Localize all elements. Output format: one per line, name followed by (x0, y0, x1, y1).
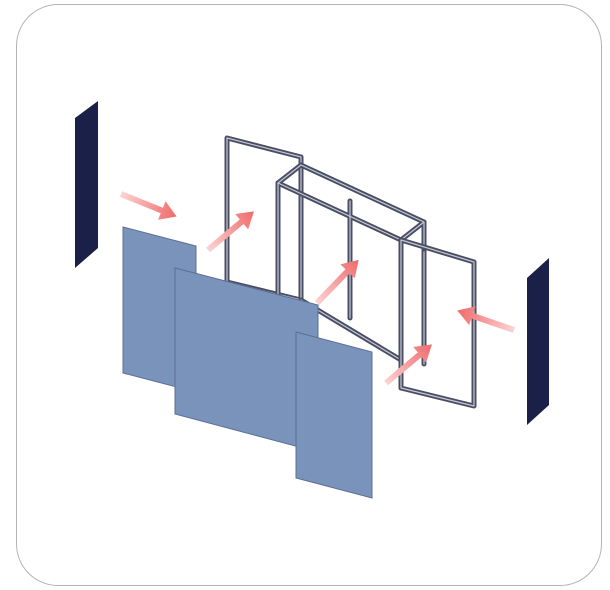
fabric-panel-right (295, 331, 373, 499)
arrow-icon (119, 191, 177, 220)
frame-right-highlight (400, 239, 475, 407)
frame-left-outline (224, 135, 304, 303)
frame-left-highlight (226, 137, 302, 301)
arrow-icon (457, 306, 515, 333)
arrow-icon (384, 344, 432, 386)
frame-right (398, 237, 477, 409)
frame-left (224, 135, 304, 303)
arrow-icon (206, 211, 254, 253)
diagram-card (16, 4, 602, 586)
arrow-icon (314, 259, 359, 306)
left-end-panel (75, 101, 98, 268)
frame-right-outline (398, 237, 477, 409)
assembly-arrows (119, 191, 515, 386)
right-end-panel (527, 258, 549, 425)
